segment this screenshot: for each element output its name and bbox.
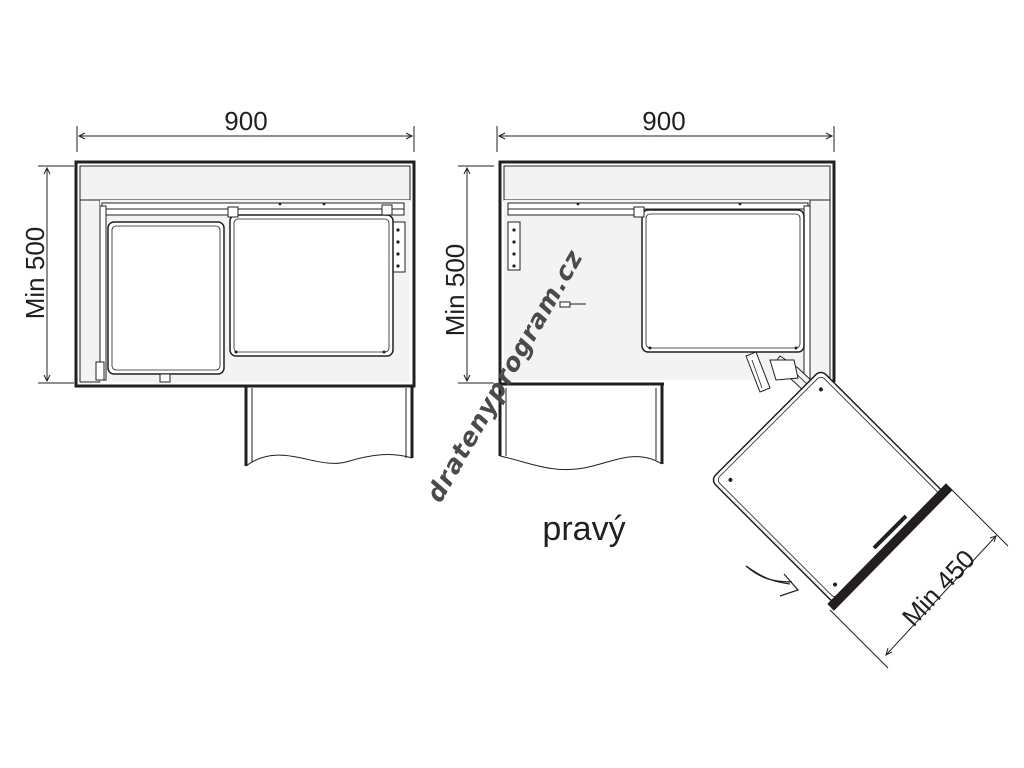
left-depth-label: Min 500 [20,227,50,320]
right-cabinet [498,160,836,386]
right-view: 900 Min 500 [440,106,1009,669]
left-large-bin [229,214,394,357]
swung-out-bin [712,371,944,603]
left-view: 900 Min 500 [20,106,416,467]
curved-arrow-icon [745,565,800,597]
right-depth-label: Min 500 [440,244,470,337]
opening-label: Min 450 [896,544,981,632]
left-cabinet [74,160,416,388]
opening-dimension [829,487,1009,669]
right-width-label: 900 [642,106,685,136]
left-adjacent-cabinet [244,386,414,467]
left-width-label: 900 [224,106,267,136]
left-width-dimension [76,126,415,152]
pull-out-mechanism [712,351,953,611]
side-label: pravý [542,510,625,548]
right-depth-dimension [458,165,494,384]
right-width-dimension [496,126,835,152]
right-adjacent-cabinet [498,384,664,471]
left-small-bin [107,221,225,375]
right-large-bin [641,209,805,353]
left-depth-dimension [38,165,74,384]
